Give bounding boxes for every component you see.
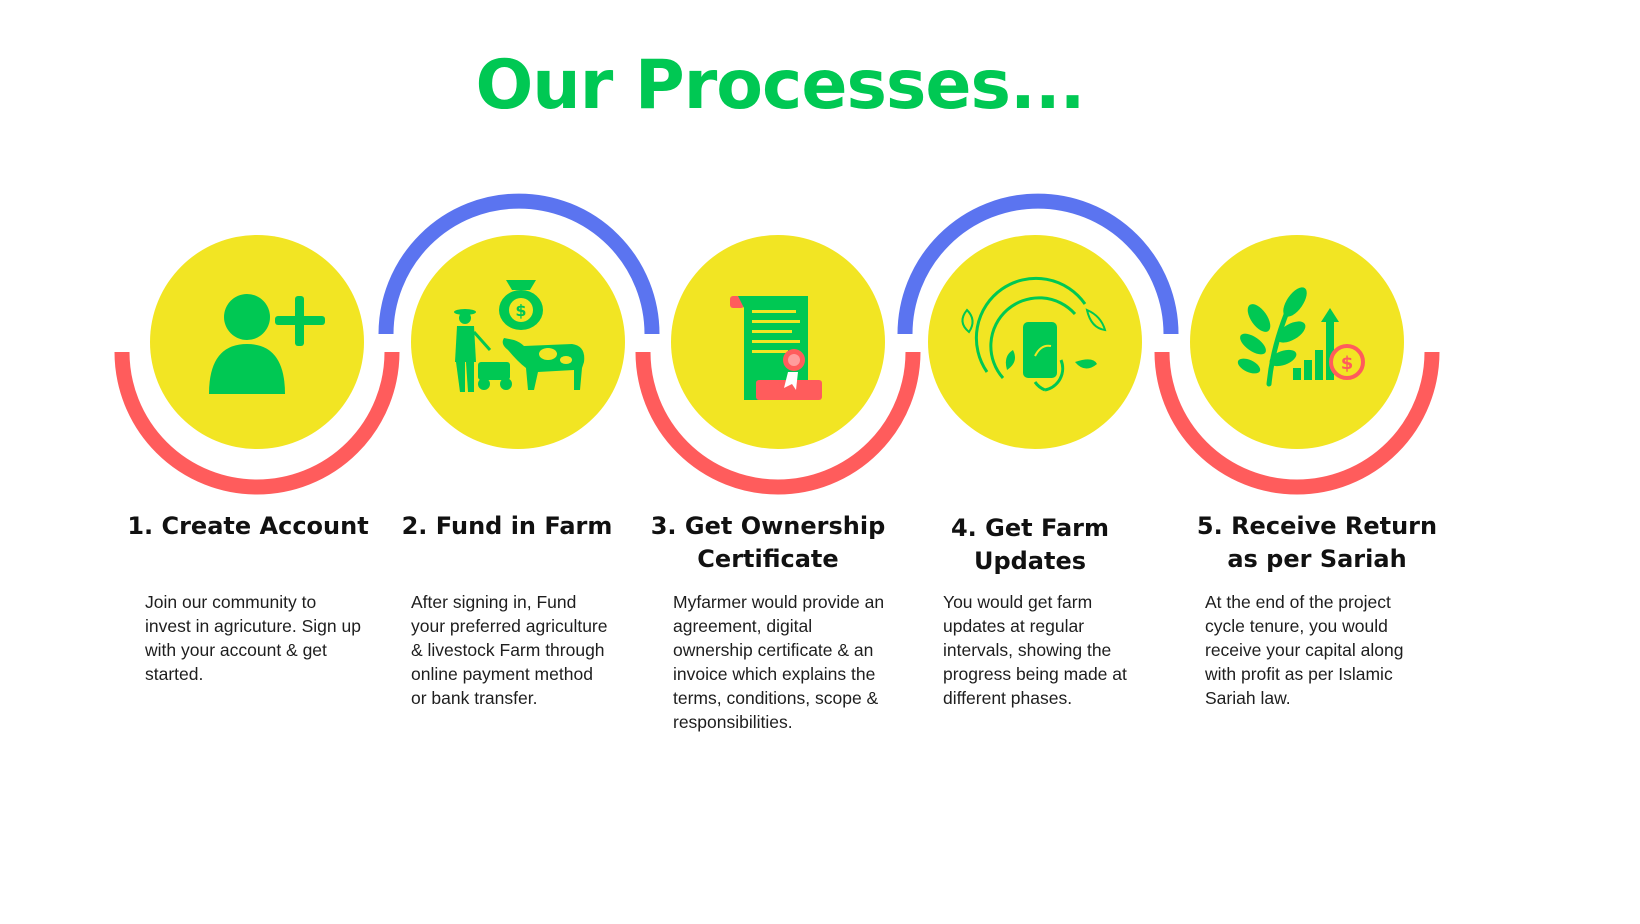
bottom-arc-1 <box>114 351 400 495</box>
step-2-title: 2. Fund in Farm <box>401 512 613 540</box>
top-arc-2 <box>378 193 660 335</box>
step-1-description: Join our community to invest in agricutu… <box>145 592 361 684</box>
step-5-description: At the end of the project cycle tenure, … <box>1205 592 1404 708</box>
step-3-description: Myfarmer would provide an agreement, dig… <box>673 592 885 732</box>
add-user-icon <box>150 235 364 449</box>
page-title: Our Processes... <box>475 46 1086 125</box>
step-4-title: 4. Get Farm Updates <box>950 514 1109 575</box>
farmer-cow-money-icon: $ <box>411 235 625 449</box>
step-5-title: 5. Receive Return as per Sariah <box>1196 512 1438 573</box>
step-3-title: 3. Get Ownership Certificate <box>650 512 886 573</box>
bottom-arc-3 <box>635 351 921 495</box>
top-arc-4 <box>897 193 1179 335</box>
step-1-title: 1. Create Account <box>127 512 369 540</box>
svg-text:$: $ <box>1341 353 1354 374</box>
step-2-description: After signing in, Fund your preferred ag… <box>411 592 608 708</box>
mobile-refresh-icon <box>928 235 1142 449</box>
bottom-arc-5 <box>1154 351 1440 495</box>
step-4-description: You would get farm updates at regular in… <box>943 592 1127 708</box>
plant-growth-icon: $ <box>1190 235 1404 449</box>
svg-text:$: $ <box>515 301 526 320</box>
certificate-icon <box>671 235 885 449</box>
